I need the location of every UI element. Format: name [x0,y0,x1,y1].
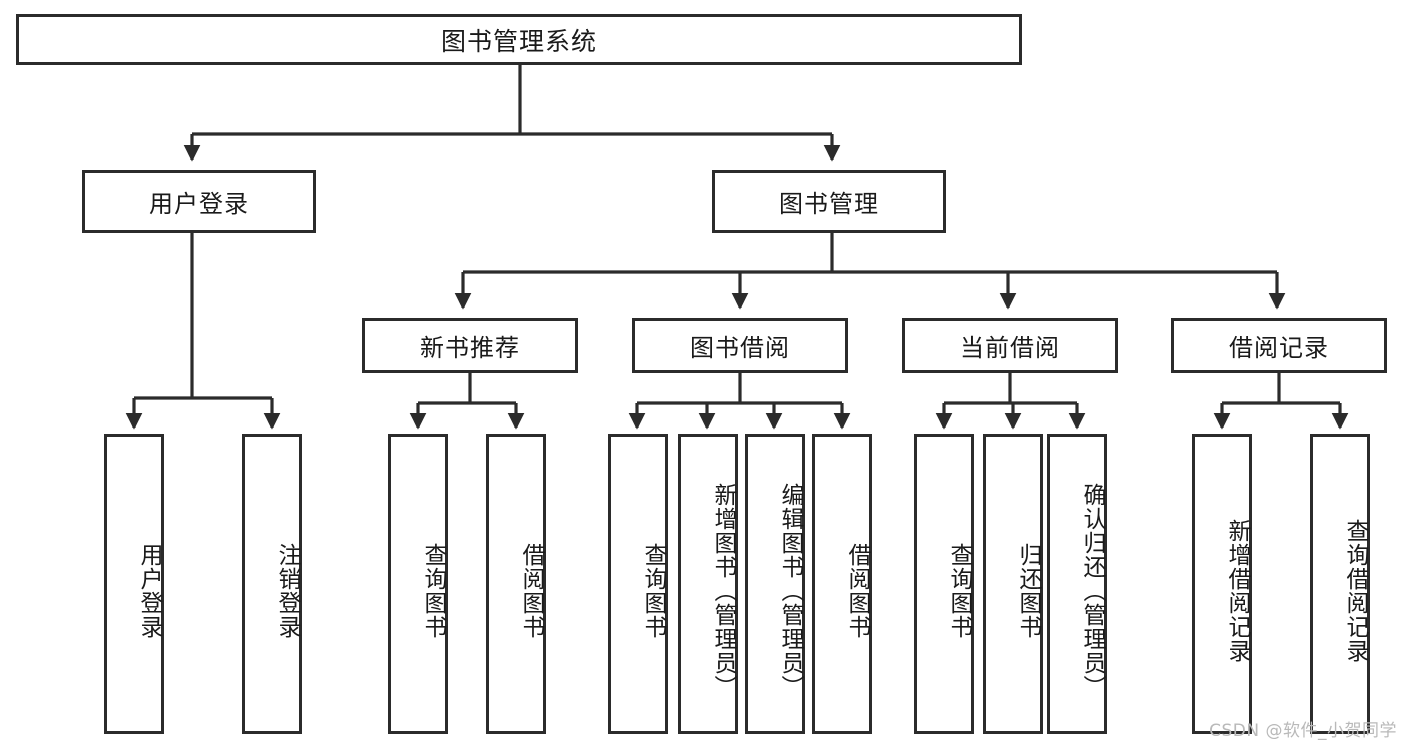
node-book-borrow[interactable]: 图书借阅 [632,318,848,373]
leaf-borrow-book[interactable]: 借阅图书 [812,434,872,734]
leaf-query-borrow-record[interactable]: 查询借阅记录 [1310,434,1370,734]
leaf-query-book-recommendation[interactable]: 查询图书 [388,434,448,734]
node-new-book-recommendation[interactable]: 新书推荐 [362,318,578,373]
leaf-confirm-return-admin[interactable]: 确认归还（管理员） [1047,434,1107,734]
leaf-edit-book-admin[interactable]: 编辑图书（管理员） [745,434,805,734]
leaf-add-borrow-record[interactable]: 新增借阅记录 [1192,434,1252,734]
node-user-login[interactable]: 用户登录 [82,170,316,233]
leaf-add-book-admin[interactable]: 新增图书（管理员） [678,434,738,734]
leaf-return-book[interactable]: 归还图书 [983,434,1043,734]
node-book-management[interactable]: 图书管理 [712,170,946,233]
leaf-logout[interactable]: 注销登录 [242,434,302,734]
leaf-borrow-book-recommendation[interactable]: 借阅图书 [486,434,546,734]
leaf-query-book[interactable]: 查询图书 [608,434,668,734]
node-root-system[interactable]: 图书管理系统 [16,14,1022,65]
node-current-borrow[interactable]: 当前借阅 [902,318,1118,373]
leaf-query-book-current[interactable]: 查询图书 [914,434,974,734]
node-borrow-records[interactable]: 借阅记录 [1171,318,1387,373]
leaf-user-login[interactable]: 用户登录 [104,434,164,734]
